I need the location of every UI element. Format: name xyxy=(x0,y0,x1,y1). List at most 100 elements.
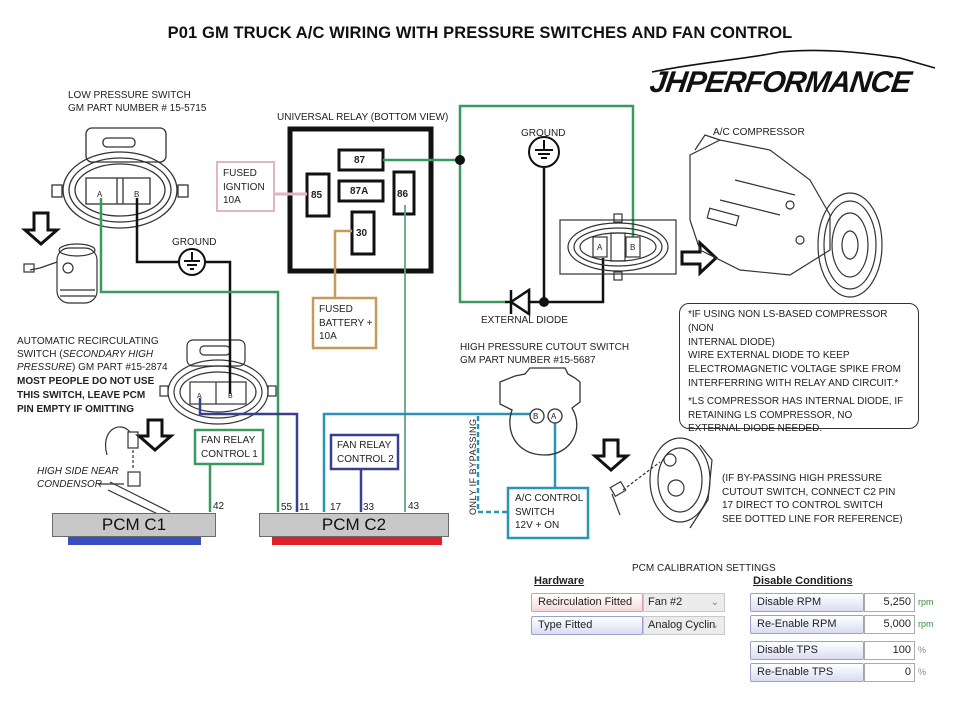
recirculation-fitted-value: Fan #2 xyxy=(648,596,683,608)
pcm-c2-pin-17: 17 xyxy=(330,502,342,513)
wire-green-87 xyxy=(383,104,635,304)
compressor-pin-b: B xyxy=(630,243,636,252)
fan-relay-2-box xyxy=(329,433,400,471)
wire-black xyxy=(135,198,179,264)
wire-black-recirc xyxy=(205,260,232,394)
chevron-down-icon: ⌄ xyxy=(710,620,719,631)
ground-icon xyxy=(528,136,560,168)
diode-note-1: *IF USING NON LS-BASED COMPRESSOR (NON I… xyxy=(688,309,901,389)
low-pressure-switch-label-2: GM PART NUMBER # 15-5715 xyxy=(68,103,207,114)
ac-compressor-image xyxy=(689,134,883,298)
fan-relay-2-label: FAN RELAY CONTROL 2 xyxy=(337,440,394,465)
wire-tan xyxy=(333,229,352,298)
page-title: P01 GM TRUCK A/C WIRING WITH PRESSURE SW… xyxy=(167,24,793,42)
disable-rpm-unit: rpm xyxy=(918,597,934,607)
brand-logo: JHPERFORMANCE xyxy=(647,66,913,99)
pcm-c2-pin-11: 11 xyxy=(299,502,310,513)
hardware-heading: Hardware xyxy=(534,575,585,587)
fan-relay-1-label: FAN RELAY CONTROL 1 xyxy=(201,435,258,460)
bypass-label: ONLY IF BYPASSING xyxy=(468,418,478,515)
low-pressure-switch-connector xyxy=(51,127,189,229)
recirc-switch-label-2: SWITCH (SECONDARY HIGH xyxy=(17,348,153,361)
relay-title: UNIVERSAL RELAY (BOTTOM VIEW) xyxy=(277,112,449,123)
logo-car-outline xyxy=(651,49,936,73)
pcm-c2-pin-33: 33 xyxy=(363,502,375,513)
recirc-warning-2: THIS SWITCH, LEAVE PCM xyxy=(17,390,146,401)
fused-battery-label: FUSED BATTERY + 10A xyxy=(319,304,373,342)
ground-label-left: GROUND xyxy=(172,237,217,248)
fused-ignition-label: FUSED IGNTION 10A xyxy=(223,168,265,206)
low-pressure-switch-image xyxy=(23,243,98,304)
recirc-warning-1: MOST PEOPLE DO NOT USE xyxy=(17,376,155,387)
junction-dot xyxy=(455,155,465,165)
relay-pin-87a: 87A xyxy=(350,186,369,197)
ground-icon xyxy=(178,248,206,276)
disable-rpm-label: Disable RPM xyxy=(750,593,864,612)
pcm-c1-pin-42: 42 xyxy=(213,501,225,512)
type-fitted-value: Analog Cyclin xyxy=(648,619,716,631)
high-pressure-switch-label-2: GM PART NUMBER #15-5687 xyxy=(460,355,596,366)
reenable-rpm-label: Re-Enable RPM xyxy=(750,615,864,634)
disable-tps-unit: % xyxy=(918,645,927,655)
recirculation-fitted-select[interactable]: Fan #2 ⌄ xyxy=(643,593,725,612)
reenable-rpm-input[interactable]: 5,000 xyxy=(864,615,915,634)
pcm-c1-bar xyxy=(68,537,201,545)
hp-pin-b: B xyxy=(533,412,539,421)
disable-row-reenable-rpm: Re-Enable RPM 5,000 rpm xyxy=(750,615,934,634)
high-side-label-2: CONDENSOR xyxy=(37,479,103,490)
recirc-switch-connector xyxy=(159,339,277,425)
arrow-down-icon xyxy=(21,211,61,246)
relay-pin-85: 85 xyxy=(311,190,323,201)
disable-conditions-heading: Disable Conditions xyxy=(753,575,853,587)
pcm-c1: PCM C1 xyxy=(52,513,216,537)
arrow-down-icon xyxy=(591,438,631,472)
wire-navy-recirc xyxy=(198,398,299,512)
hardware-row-recirculation: Recirculation Fitted Fan #2 ⌄ xyxy=(531,593,725,612)
recirc-warning-3: PIN EMPTY IF OMITTING xyxy=(17,404,135,415)
wire-cyan-hp-b xyxy=(322,412,530,512)
type-fitted-select[interactable]: Analog Cyclin⌄ xyxy=(643,616,725,635)
disable-tps-label: Disable TPS xyxy=(750,641,864,660)
reenable-tps-unit: % xyxy=(918,667,927,677)
type-fitted-label: Type Fitted xyxy=(531,616,643,635)
diode-note-2: *LS COMPRESSOR HAS INTERNAL DIODE, IF RE… xyxy=(688,395,904,435)
wire-bypass-dotted xyxy=(476,416,507,514)
recirc-text-italic: SECONDARY HIGH xyxy=(62,349,154,360)
hp-pin-a: A xyxy=(551,412,557,421)
recirc-pin-b: B xyxy=(228,393,233,400)
fused-battery-box xyxy=(311,296,378,350)
pcm-c2: PCM C2 xyxy=(259,513,449,537)
ac-control-switch-label: A/C CONTROL SWITCH 12V + ON xyxy=(515,493,584,531)
calibration-title: PCM CALIBRATION SETTINGS xyxy=(632,563,776,574)
fan-relay-1-box xyxy=(193,428,265,466)
arrow-down-icon xyxy=(135,418,175,452)
low-pressure-switch-label-1: LOW PRESSURE SWITCH xyxy=(68,90,191,101)
recirculation-fitted-label: Recirculation Fitted xyxy=(531,593,643,612)
disable-row-rpm: Disable RPM 5,250 rpm xyxy=(750,593,934,612)
fused-ignition-box xyxy=(216,161,275,212)
chevron-down-icon: ⌄ xyxy=(710,597,719,608)
disable-row-tps: Disable TPS 100 % xyxy=(750,641,926,660)
low-pressure-pin-b: B xyxy=(134,190,140,199)
wire-green-low-pressure xyxy=(99,198,280,512)
bypass-note: (IF BY-PASSING HIGH PRESSURE CUTOUT SWIT… xyxy=(722,473,903,525)
recirc-switch-label-3: PRESSURE) GM PART #15-2874 xyxy=(17,361,168,374)
ac-control-switch-box xyxy=(506,486,590,540)
compressor-label: A/C COMPRESSOR xyxy=(713,127,805,138)
high-pressure-switch-image xyxy=(499,367,581,456)
high-pressure-switch-label-1: HIGH PRESSURE CUTOUT SWITCH xyxy=(460,342,630,353)
external-diode xyxy=(505,258,605,317)
recirc-text: ) GM PART #15-2874 xyxy=(72,362,168,373)
pcm-c2-pin-55: 55 xyxy=(281,502,293,513)
relay-pin-87: 87 xyxy=(354,155,366,166)
high-side-switch-image xyxy=(98,426,171,519)
recirc-text-italic: PRESSURE xyxy=(17,362,73,373)
disable-row-reenable-tps: Re-Enable TPS 0 % xyxy=(750,663,926,682)
disable-rpm-input[interactable]: 5,250 xyxy=(864,593,915,612)
recirc-switch-label-1: AUTOMATIC RECIRCULATING xyxy=(17,336,159,347)
reenable-tps-input[interactable]: 0 xyxy=(864,663,915,682)
recirc-pin-a: A xyxy=(197,393,202,400)
pcm-c2-pin-43: 43 xyxy=(408,501,420,512)
disable-tps-input[interactable]: 100 xyxy=(864,641,915,660)
